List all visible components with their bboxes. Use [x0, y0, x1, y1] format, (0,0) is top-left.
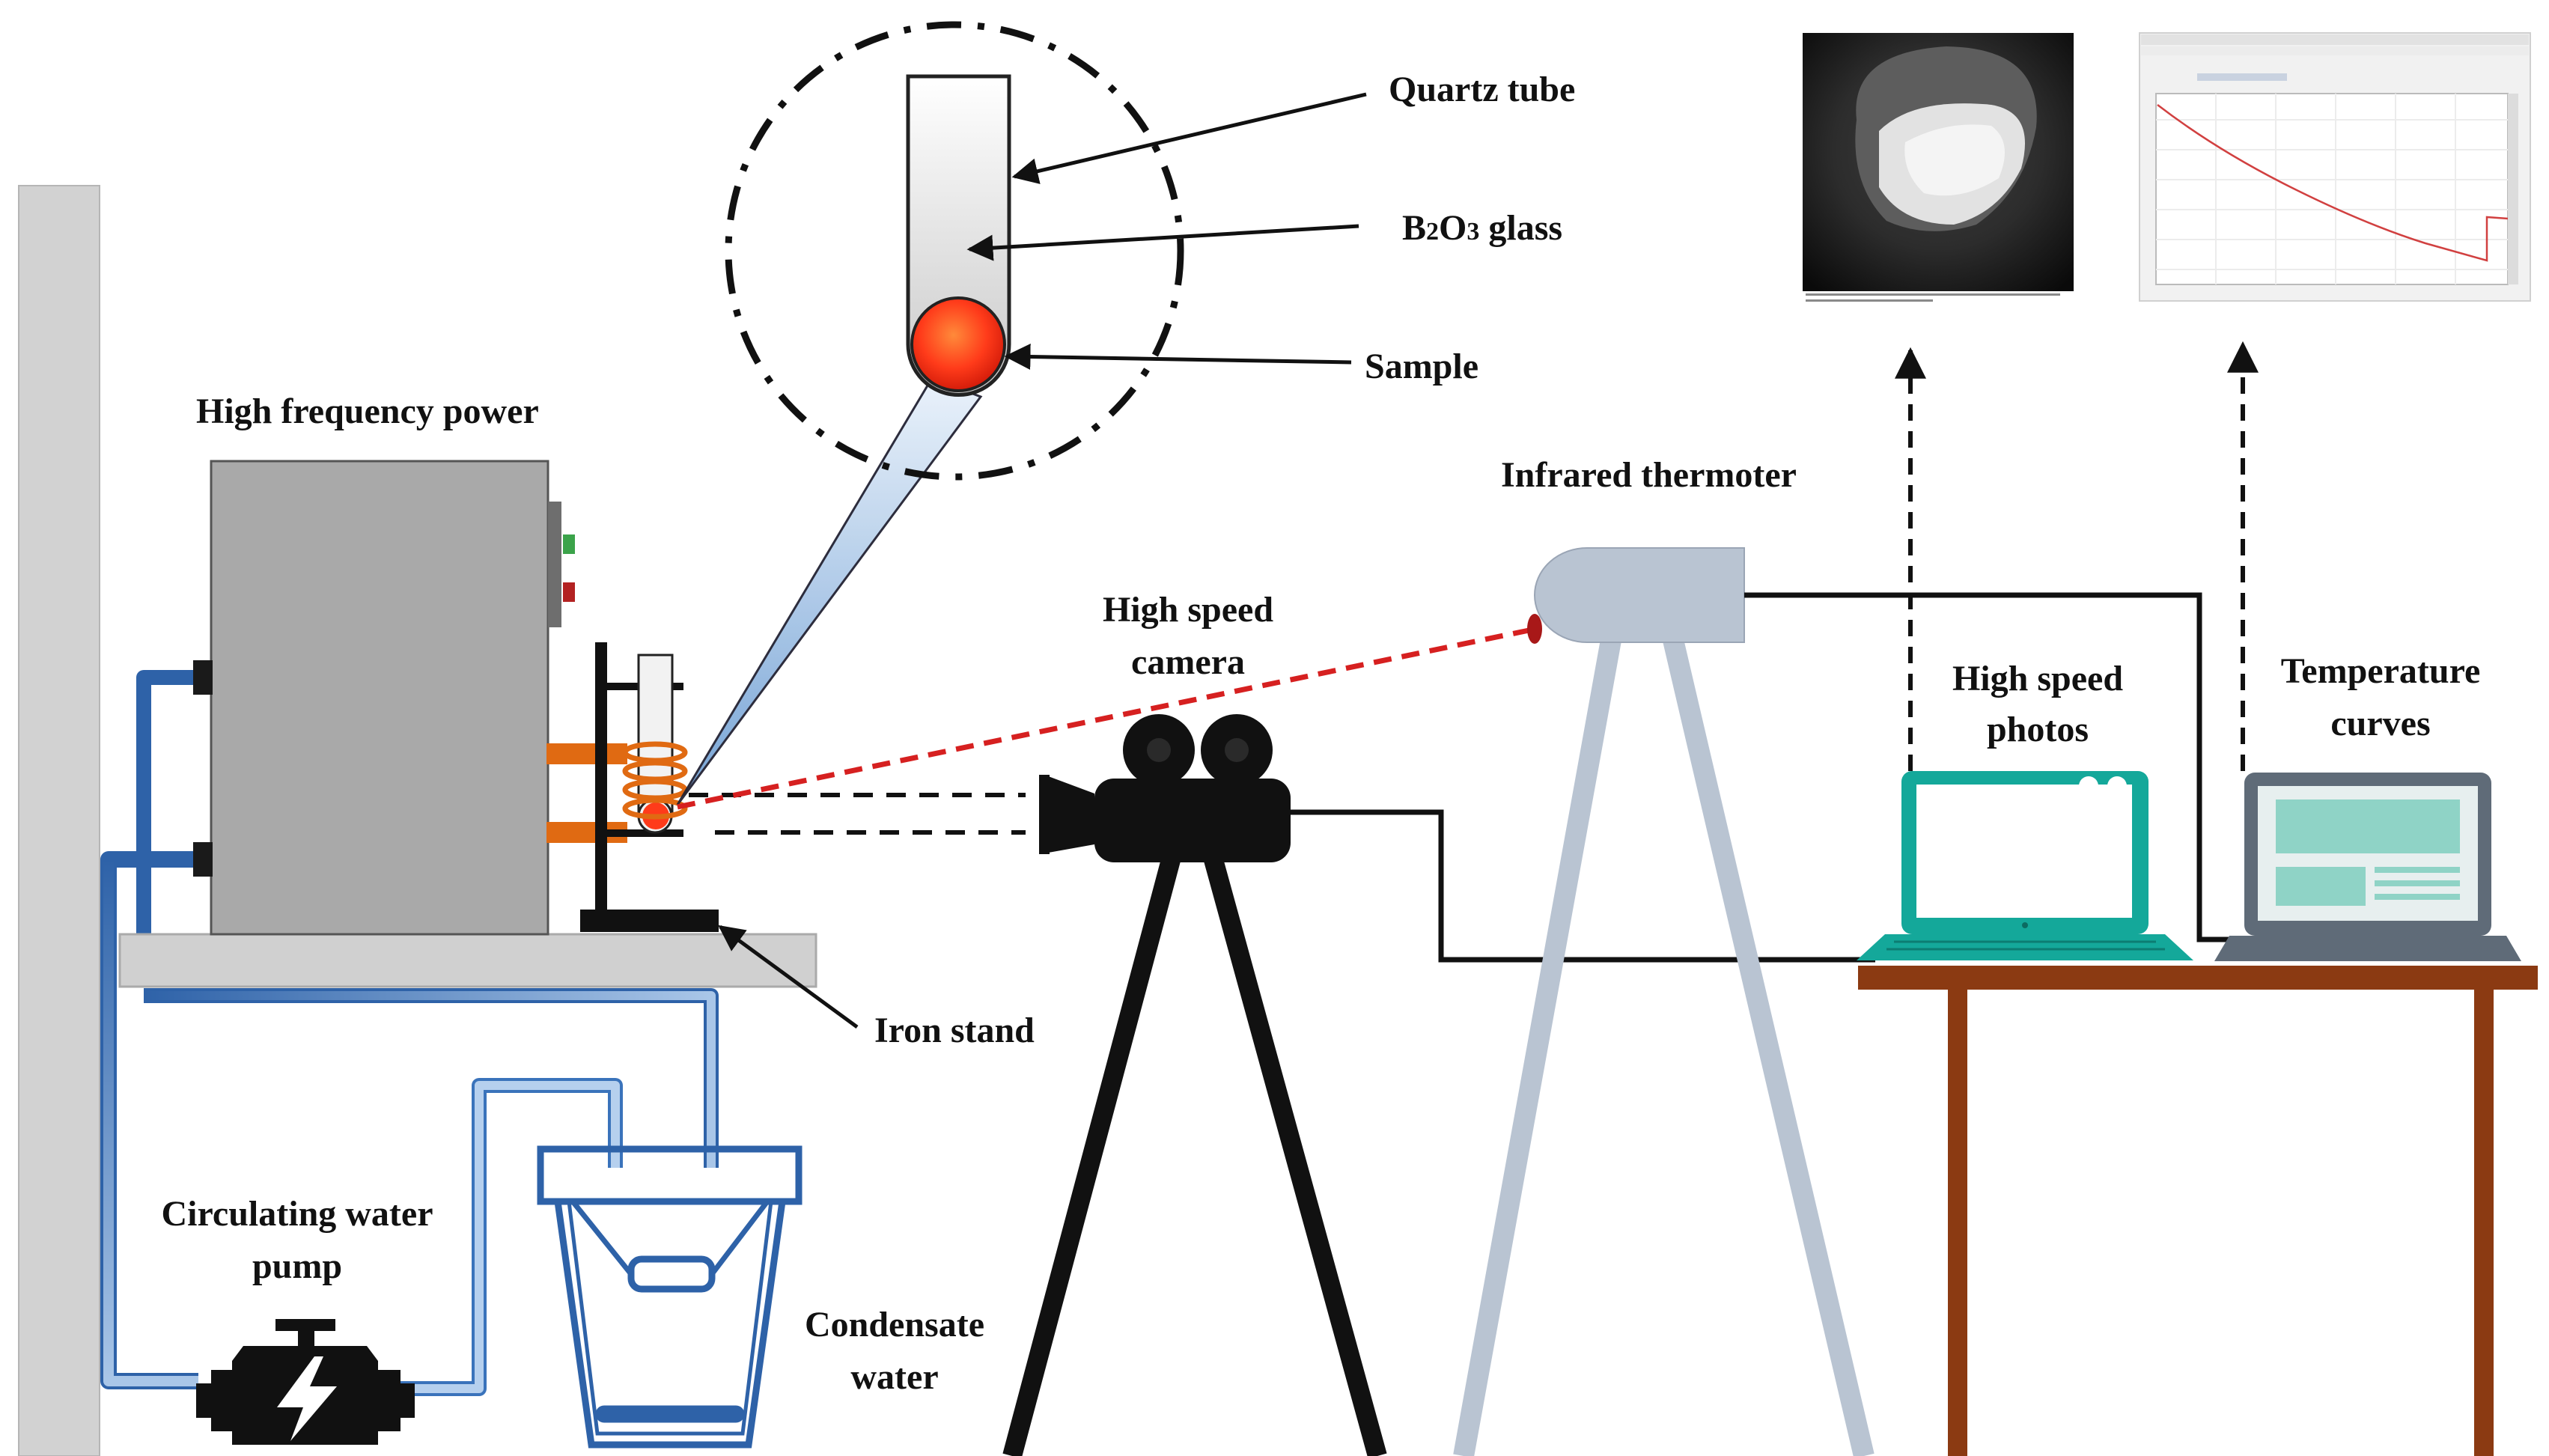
infrared-photo-panel — [1803, 33, 2074, 305]
temperature-curve — [2157, 104, 2509, 262]
camera-cable — [1288, 809, 1875, 963]
label-b2o3-glass: B2O3 glass — [1402, 208, 1562, 248]
label-condensate-water-2: water — [850, 1357, 938, 1397]
laser-beam — [677, 626, 1537, 810]
induction-coil — [622, 741, 688, 820]
camera-tripod — [1002, 854, 1387, 1456]
iron-stand — [580, 642, 719, 932]
high-speed-camera — [1039, 714, 1291, 862]
label-infrared-thermoter: Infrared thermoter — [1501, 455, 1797, 495]
laptop-curves — [2214, 773, 2521, 961]
labels: Quartz tube B2O3 glass Sample High frequ… — [161, 70, 2480, 1397]
red-indicator — [563, 582, 575, 602]
copper-lead-top — [546, 743, 627, 764]
thermometer-cable — [1744, 592, 2238, 942]
high-frequency-power-cabinet — [193, 460, 575, 936]
label-high-speed-photos-2: photos — [1987, 710, 2089, 749]
label-circulating-water-pump-1: Circulating water — [161, 1194, 433, 1234]
shelf — [118, 933, 817, 988]
label-sample: Sample — [1365, 347, 1478, 386]
infrared-tripod — [1453, 637, 1875, 1456]
pipe-connector-bottom — [193, 842, 213, 877]
temperature-curve-panel — [2139, 32, 2531, 302]
lightning-icon — [277, 1356, 337, 1441]
label-iron-stand: Iron stand — [874, 1011, 1035, 1050]
label-high-speed-camera-1: High speed — [1103, 590, 1273, 630]
label-condensate-water-1: Condensate — [805, 1305, 984, 1344]
infrared-thermometer — [1527, 547, 1745, 644]
green-indicator — [563, 534, 575, 554]
laptop-photos — [1857, 771, 2193, 960]
zoom-circle — [725, 21, 1184, 481]
water-pipes — [100, 670, 719, 1396]
label-temperature-curves-2: curves — [2330, 704, 2430, 743]
label-high-speed-photos-1: High speed — [1952, 659, 2123, 698]
zoom-beam — [676, 377, 983, 805]
sample-ball — [910, 296, 1006, 392]
label-temperature-curves-1: Temperature — [2281, 651, 2481, 691]
condensate-bucket — [537, 1145, 803, 1449]
table — [1858, 966, 2538, 1456]
label-circulating-water-pump-2: pump — [252, 1246, 342, 1286]
output-arrows — [1895, 341, 2259, 771]
label-arrows — [718, 92, 1367, 1029]
quartz-tube — [906, 74, 1011, 397]
circulating-water-pump — [196, 1319, 415, 1445]
label-quartz-tube: Quartz tube — [1389, 70, 1575, 109]
pipe-connector-top — [193, 660, 213, 695]
wall — [18, 185, 100, 1456]
camera-sight-lines — [689, 793, 1026, 835]
label-high-frequency-power: High frequency power — [196, 392, 539, 431]
label-high-speed-camera-2: camera — [1131, 642, 1245, 682]
